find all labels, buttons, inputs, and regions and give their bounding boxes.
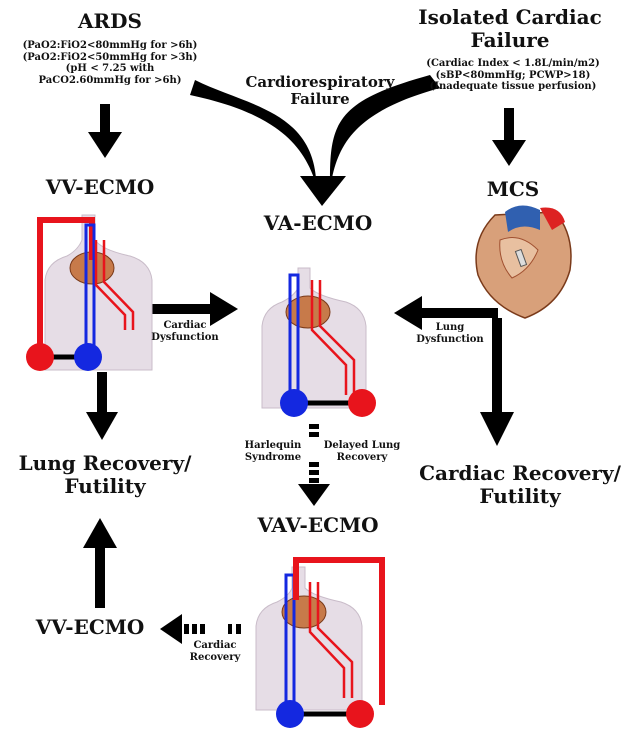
edge-line: Recovery [189, 651, 241, 663]
heart-icon [281, 595, 327, 629]
edge-line: Cardiac [163, 320, 207, 331]
label-line: Cardiorespiratory [245, 73, 395, 91]
edge-line: Syndrome [244, 451, 302, 463]
node-line: Futility [479, 484, 561, 508]
edge-delayed-lung: Delayed Lung Recovery [322, 440, 402, 463]
mcs-heart-icon [475, 205, 572, 319]
ards-title: ARDS [78, 9, 142, 33]
ards-criteria: (PaO2:FiO2<80mmHg for >6h) (PaO2:FiO2<50… [10, 40, 210, 86]
arrow-ards-to-vv [88, 104, 122, 158]
edge-line: Recovery [336, 451, 388, 463]
arrow-cardiac-to-mcs [492, 108, 526, 166]
arrow-cardiorespiratory-to-va [190, 75, 440, 206]
label-line: Failure [290, 90, 350, 109]
edge-line: Cardiac [193, 640, 237, 651]
title-line: Failure [470, 28, 550, 52]
ards-criterion: (pH < 7.25 with [65, 63, 155, 74]
lung-recovery-node: Lung Recovery/ Futility [0, 452, 210, 498]
oxygenator-red [346, 700, 374, 728]
va-ecmo-title: VA-ECMO [263, 211, 373, 235]
arrow-mcs-to-va [394, 296, 498, 330]
oxygenator-red [26, 343, 54, 371]
cardiac-failure-title: Isolated Cardiac Failure [400, 6, 620, 52]
cardiac-criterion: (Inadequate tissue perfusion) [429, 81, 597, 92]
edge-line: Harlequin [244, 440, 302, 451]
edge-line: Delayed Lung [323, 440, 401, 451]
arrow-vv-to-lung-recovery [86, 372, 118, 440]
edge-lung-dysfunction: Lung Dysfunction [400, 322, 500, 345]
arrow-vv-to-va [152, 292, 238, 326]
va-ecmo-figure [261, 267, 376, 417]
cardiac-failure-criteria: (Cardiac Index < 1.8L/min/m2) (sBP<80mmH… [408, 58, 618, 93]
node-line: Cardiac Recovery/ [419, 461, 621, 485]
pump-blue [276, 700, 304, 728]
mcs-title: MCS [486, 177, 540, 201]
vv-ecmo-top-title: VV-ECMO [45, 175, 155, 199]
vv-ecmo-bottom-title: VV-ECMO [35, 615, 145, 639]
node-line: Lung Recovery/ [18, 451, 192, 475]
pump-blue [280, 389, 308, 417]
ards-criterion: (PaO2:FiO2<50mmHg for >3h) [22, 51, 198, 63]
edge-line: Dysfunction [416, 333, 484, 345]
edge-cardiac-dysfunction: Cardiac Dysfunction [140, 320, 230, 343]
arrow-vav-to-vv-bottom [160, 614, 241, 644]
oxygenator-red [348, 389, 376, 417]
cardiac-criterion: (Cardiac Index < 1.8L/min/m2) [426, 58, 600, 69]
edge-line: Dysfunction [151, 331, 219, 343]
cardiac-recovery-node: Cardiac Recovery/ Futility [405, 462, 635, 508]
vv-ecmo-figure [26, 214, 153, 371]
arrow-vv-bottom-to-lung-recovery [83, 518, 117, 608]
cardiorespiratory-label: Cardiorespiratory Failure [230, 73, 410, 109]
arrow-va-to-vav [298, 424, 330, 506]
edge-harlequin: Harlequin Syndrome [238, 440, 308, 463]
ards-criterion: (PaO2:FiO2<80mmHg for >6h) [22, 40, 198, 51]
title-line: Isolated Cardiac [418, 5, 602, 29]
edge-line: Lung [435, 322, 465, 333]
heart-icon [285, 295, 331, 329]
arrow-mcs-to-cardiac-recovery [480, 318, 514, 446]
ards-criterion: PaCO2.60mmHg for >6h) [38, 74, 182, 86]
node-line: Futility [64, 474, 146, 498]
edge-cardiac-recovery: Cardiac Recovery [180, 640, 250, 663]
vav-ecmo-title: VAV-ECMO [257, 513, 379, 537]
pump-blue [74, 343, 102, 371]
cardiac-criterion: (sBP<80mmHg; PCWP>18) [435, 69, 591, 81]
vav-ecmo-figure [255, 557, 385, 728]
